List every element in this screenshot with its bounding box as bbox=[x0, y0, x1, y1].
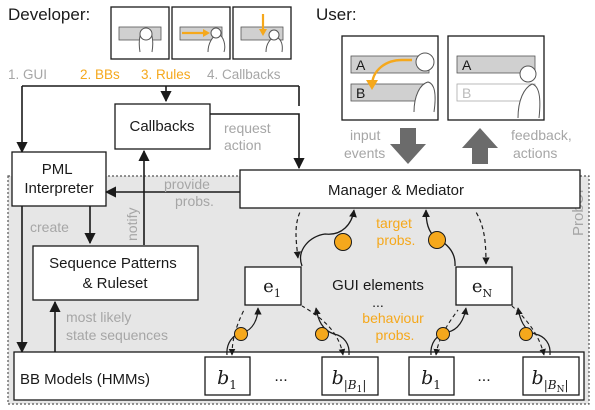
target-prob-node-eN bbox=[428, 231, 446, 249]
gui-element-e1-label: e1 bbox=[263, 276, 281, 300]
create-label: create bbox=[30, 219, 69, 235]
developer-title: Developer: bbox=[8, 5, 90, 24]
callbacks-label: Callbacks bbox=[129, 118, 194, 135]
target-prob-connector-eN bbox=[422, 209, 490, 267]
svg-text:b|B1|: b|B1| bbox=[332, 367, 367, 395]
bb-ellipsis-left: ... bbox=[274, 368, 287, 385]
behaviour-prob-node-bBN bbox=[519, 327, 533, 341]
bb-models-label: BB Models (HMMs) bbox=[20, 371, 150, 388]
target-prob-connector-e1 bbox=[293, 209, 357, 267]
callbacks-box bbox=[114, 103, 211, 150]
user-screen-feedback: A B bbox=[447, 35, 545, 121]
arrow-callbacks-request bbox=[210, 113, 305, 170]
gui-element-e1 bbox=[244, 266, 302, 306]
feedback-actions-label: feedback, actions bbox=[511, 127, 576, 161]
behaviour-prob-connectors-e1 bbox=[226, 305, 350, 356]
behaviour-prob-node-b1-right bbox=[436, 327, 450, 341]
behaviour-probs-label: behaviour probs. bbox=[362, 310, 427, 343]
sequence-ruleset-box bbox=[32, 245, 199, 301]
user-screen-feedback-item-b: B bbox=[462, 85, 471, 101]
svg-text:b|BN|: b|BN| bbox=[532, 367, 569, 395]
notify-label: notify bbox=[124, 208, 140, 241]
step-rules: 3. Rules bbox=[141, 67, 191, 82]
manager-mediator-label: Manager & Mediator bbox=[328, 182, 464, 199]
bb-ellipsis-right: ... bbox=[477, 368, 490, 385]
user-screen-input-item-b: B bbox=[356, 85, 365, 101]
bb-node-b1-left: b1 bbox=[204, 356, 251, 396]
user-screen-feedback-item-a: A bbox=[462, 57, 472, 73]
pml-interpreter-label: PML Interpreter bbox=[24, 161, 93, 197]
svg-text:b1: b1 bbox=[421, 367, 441, 392]
pml-interpreter-box bbox=[11, 151, 107, 207]
step-bbs: 2. BBs bbox=[80, 67, 120, 82]
target-prob-node-e1 bbox=[334, 233, 352, 251]
developer-thumbnails bbox=[110, 6, 292, 60]
request-action-label: request action bbox=[224, 120, 275, 153]
most-likely-label: most likely state sequences bbox=[66, 309, 168, 343]
user-title: User: bbox=[316, 5, 357, 24]
bb-node-b1-right: b1 bbox=[408, 356, 455, 396]
step-gui: 1. GUI bbox=[8, 67, 47, 82]
input-events-arrow bbox=[390, 128, 426, 164]
behaviour-prob-node-b1-left bbox=[234, 327, 248, 341]
behaviour-prob-node-bB1 bbox=[315, 327, 329, 341]
input-events-label: input events bbox=[344, 127, 385, 161]
step-callbacks: 4. Callbacks bbox=[207, 67, 281, 82]
gui-element-eN bbox=[455, 266, 513, 306]
gui-elements-ellipsis: ... bbox=[372, 294, 384, 310]
feedback-actions-arrow bbox=[462, 128, 498, 164]
user-screen-input-item-a: A bbox=[356, 57, 366, 73]
svg-text:b1: b1 bbox=[217, 367, 237, 392]
behaviour-prob-connectors-eN bbox=[430, 305, 551, 356]
gui-elements-label: GUI elements bbox=[332, 277, 424, 294]
bb-models-box bbox=[13, 351, 585, 401]
manager-mediator-box bbox=[239, 169, 581, 209]
gui-element-eN-label: eN bbox=[472, 276, 493, 300]
user-screen-input: A B bbox=[341, 35, 439, 121]
target-probs-label: target probs. bbox=[376, 215, 416, 248]
bb-node-bBN: b|BN| bbox=[522, 356, 580, 396]
bb-node-bB1: b|B1| bbox=[321, 356, 379, 396]
provide-probs-label: provide probs. bbox=[164, 176, 214, 209]
sequence-ruleset-label: Sequence Patterns & Ruleset bbox=[49, 255, 181, 292]
